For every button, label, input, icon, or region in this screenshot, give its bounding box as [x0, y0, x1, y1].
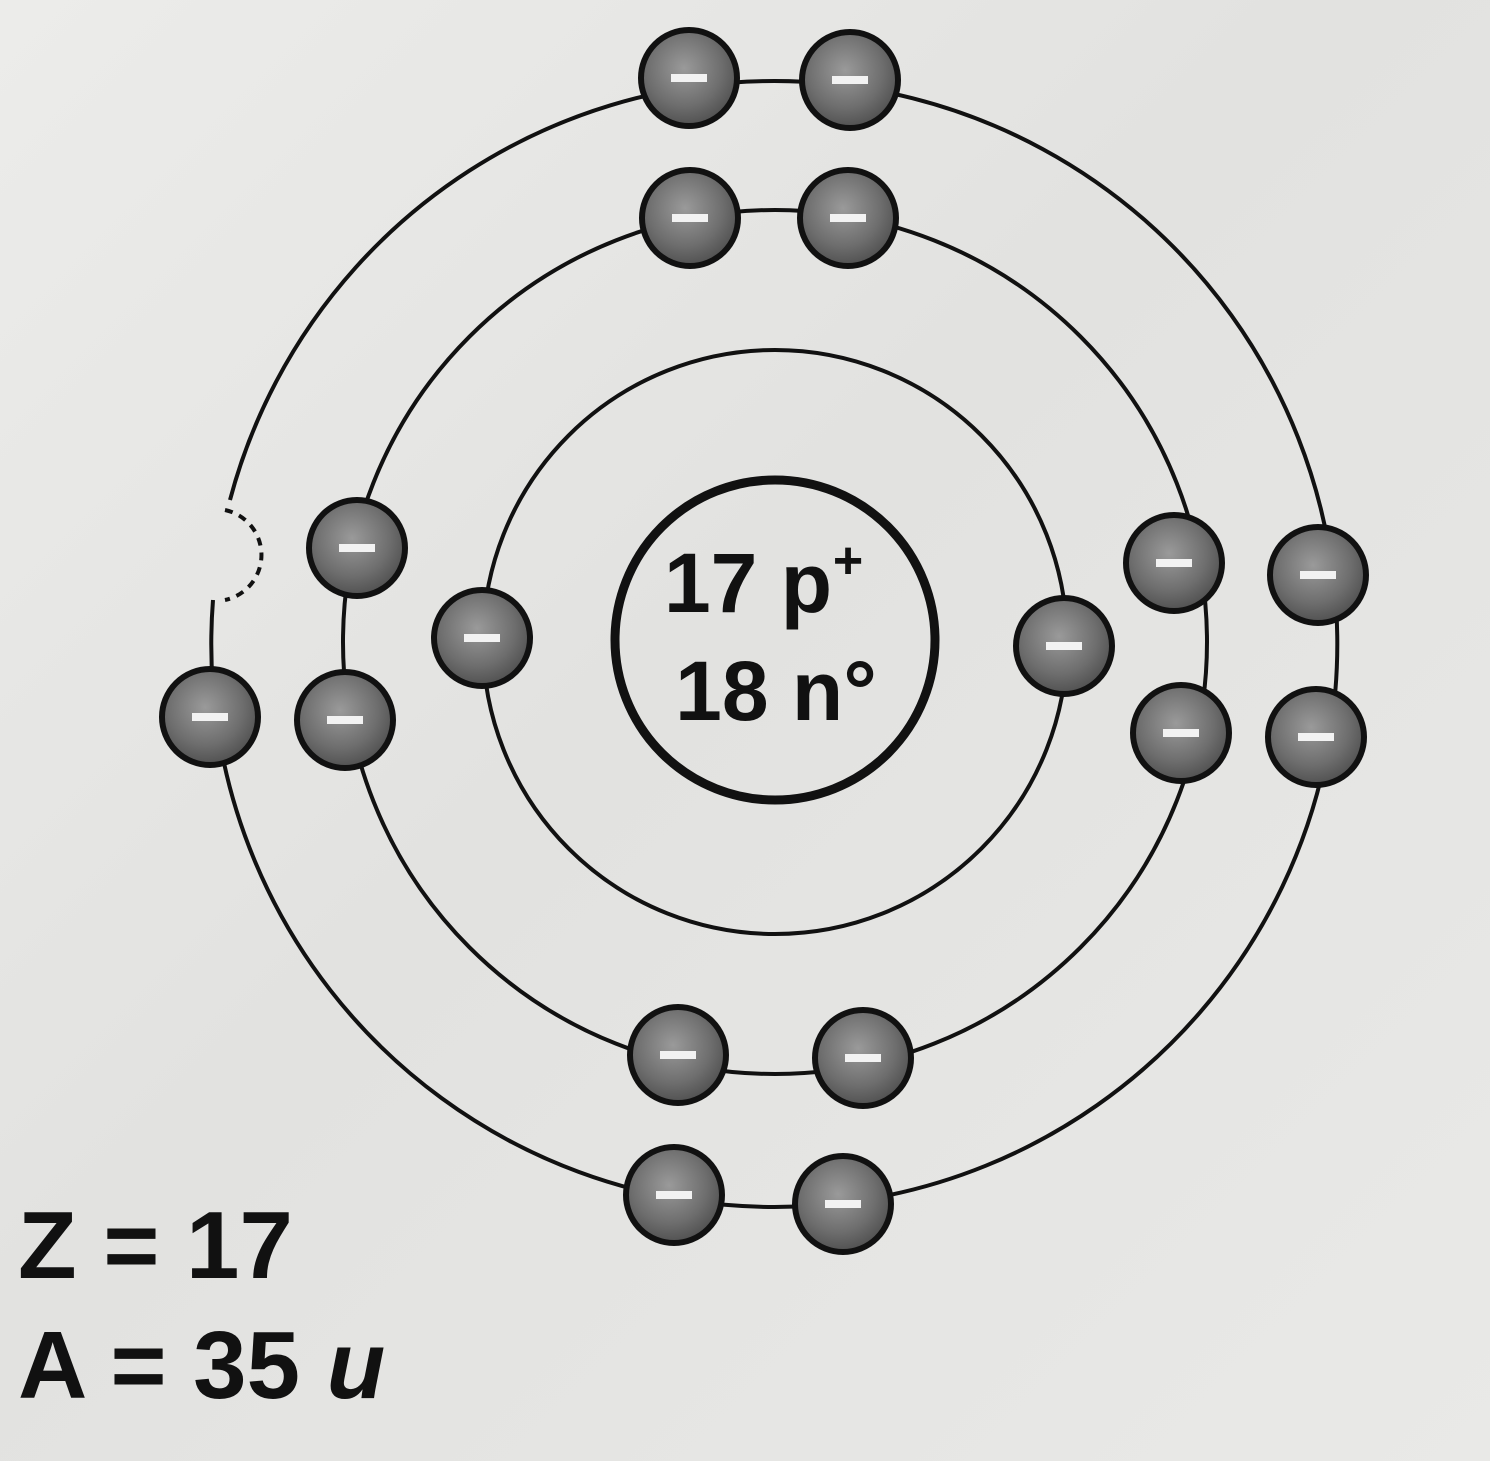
electron-shell-2-7: [627, 1004, 729, 1106]
electron-shell-2-6: [1130, 682, 1232, 784]
electron-shell-3-6: [623, 1144, 725, 1246]
minus-sign-icon: [192, 713, 228, 721]
minus-sign-icon: [825, 1200, 861, 1208]
minus-sign-icon: [1046, 642, 1082, 650]
electron-shell-3-3: [1267, 524, 1369, 626]
electron-shell-2-1: [639, 167, 741, 269]
electron-shell-1-2: [1013, 595, 1115, 697]
electron-shell-3-5: [159, 666, 261, 768]
mass-number-label: A = 35 u: [18, 1318, 385, 1414]
minus-sign-icon: [1300, 571, 1336, 579]
minus-sign-icon: [1163, 729, 1199, 737]
proton-count: 17 p: [664, 536, 832, 630]
minus-sign-icon: [339, 544, 375, 552]
mass-number-value: A = 35: [18, 1312, 300, 1419]
minus-sign-icon: [1156, 559, 1192, 567]
electron-shell-3-4: [1265, 686, 1367, 788]
nucleus-circle: [610, 475, 940, 805]
electron-shell-2-4: [294, 669, 396, 771]
electron-shell-3-7: [792, 1153, 894, 1255]
electron-shell-3-1: [638, 27, 740, 129]
shell-l: [341, 208, 1209, 1076]
minus-sign-icon: [672, 214, 708, 222]
electron-shell-1-1: [431, 587, 533, 689]
proton-charge: +: [833, 532, 863, 590]
minus-sign-icon: [830, 214, 866, 222]
minus-sign-icon: [832, 76, 868, 84]
minus-sign-icon: [1298, 733, 1334, 741]
nucleus: 17 p + 18 n°: [610, 475, 940, 805]
minus-sign-icon: [656, 1191, 692, 1199]
electron-shell-3-2: [799, 29, 901, 131]
electron-shell-2-8: [812, 1007, 914, 1109]
electron-vacancy: [224, 508, 264, 602]
minus-sign-icon: [671, 74, 707, 82]
minus-sign-icon: [845, 1054, 881, 1062]
atomic-number-label: Z = 17: [18, 1192, 293, 1299]
electron-shell-2-3: [306, 497, 408, 599]
neutron-count: 18 n°: [675, 644, 877, 738]
electrons: [159, 27, 1369, 1255]
electron-shell-2-5: [1123, 512, 1225, 614]
minus-sign-icon: [327, 716, 363, 724]
electron-shell-2-2: [797, 167, 899, 269]
shell-k: [481, 348, 1069, 936]
mass-number-unit: u: [326, 1312, 386, 1419]
minus-sign-icon: [464, 634, 500, 642]
minus-sign-icon: [660, 1051, 696, 1059]
